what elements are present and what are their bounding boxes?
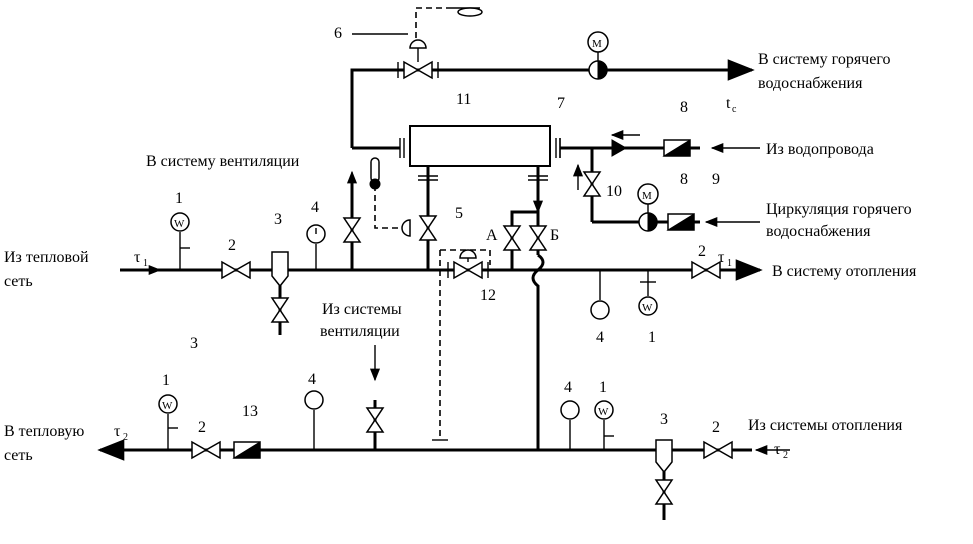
label-from-water-main: Из водопровода [766, 141, 874, 158]
num-10: 10 [606, 183, 622, 200]
gauge-glyph-1d: W [598, 406, 609, 418]
label-from-heating: Из системы отопления [748, 417, 903, 434]
num-2-a: 2 [228, 237, 236, 254]
num-4-d: 4 [564, 379, 572, 396]
label-hw-circulation-1: Циркуляция горячего [766, 201, 912, 218]
tau1-left-sub: 1 [143, 258, 148, 269]
control-lines [352, 7, 491, 441]
thermometer-icon [369, 157, 381, 190]
tau2-left-sub: 2 [123, 432, 128, 443]
gauge-glyph-1a: W [174, 218, 185, 230]
label-to-hot-water-1: В систему горячего [758, 51, 891, 68]
tau1-right-sub: 1 [727, 258, 732, 269]
num-6: 6 [334, 25, 342, 42]
num-11: 11 [456, 91, 471, 108]
num-1-d: 1 [599, 379, 607, 396]
label-to-hot-water-2: водоснабжения [758, 75, 863, 92]
tau1-right: τ [718, 249, 725, 266]
num-12: 12 [480, 287, 496, 304]
num-8-a: 8 [680, 99, 688, 116]
num-1-b: 1 [648, 329, 656, 346]
num-9: 9 [712, 171, 720, 188]
tau1-left: τ [134, 249, 141, 266]
num-2-c: 2 [198, 419, 206, 436]
num-3-b: 3 [190, 335, 198, 352]
label-hw-circulation-2: водоснабжения [766, 223, 871, 240]
instruments [158, 212, 658, 450]
num-3-c: 3 [660, 411, 668, 428]
label-from-heat-network-1: Из тепловой [4, 249, 89, 266]
hot-water-loop [350, 59, 760, 228]
label-to-heat-network-1: В тепловую [4, 423, 84, 440]
label-from-ventilation-2: вентиляции [320, 323, 400, 340]
num-4-a: 4 [311, 199, 319, 216]
label-from-ventilation-1: Из системы [322, 301, 402, 318]
num-13: 13 [242, 403, 258, 420]
motor-label-7: М [592, 38, 602, 50]
num-5: 5 [455, 205, 463, 222]
pump-icon [587, 31, 659, 232]
num-1-c: 1 [162, 372, 170, 389]
num-4-b: 4 [596, 329, 604, 346]
num-2-b: 2 [698, 243, 706, 260]
motor-label-8: М [642, 190, 652, 202]
tau2-right: τ [774, 441, 781, 458]
label-to-ventilation: В систему вентиляции [146, 153, 300, 170]
label-point-a: А [486, 227, 498, 244]
mud-traps [271, 251, 673, 474]
label-point-b: Б [550, 227, 559, 244]
num-7: 7 [557, 95, 565, 112]
tc-symbol-sub: c [732, 104, 737, 115]
label-to-heating: В систему отопления [772, 263, 917, 280]
gauge-glyph-1b: W [642, 302, 653, 314]
meters [232, 138, 695, 459]
label-to-heat-network-2: сеть [4, 447, 33, 464]
num-3-a: 3 [274, 211, 282, 228]
tau2-left: τ [114, 423, 121, 440]
label-from-heat-network-2: сеть [4, 273, 33, 290]
valves [191, 39, 733, 520]
gauge-glyph-1c: W [162, 400, 173, 412]
tc-symbol: t [726, 95, 731, 112]
num-1-a: 1 [175, 190, 183, 207]
num-4-c: 4 [308, 371, 316, 388]
num-2-d: 2 [712, 419, 720, 436]
tau2-right-sub: 2 [783, 450, 788, 461]
num-8-b: 8 [680, 171, 688, 188]
